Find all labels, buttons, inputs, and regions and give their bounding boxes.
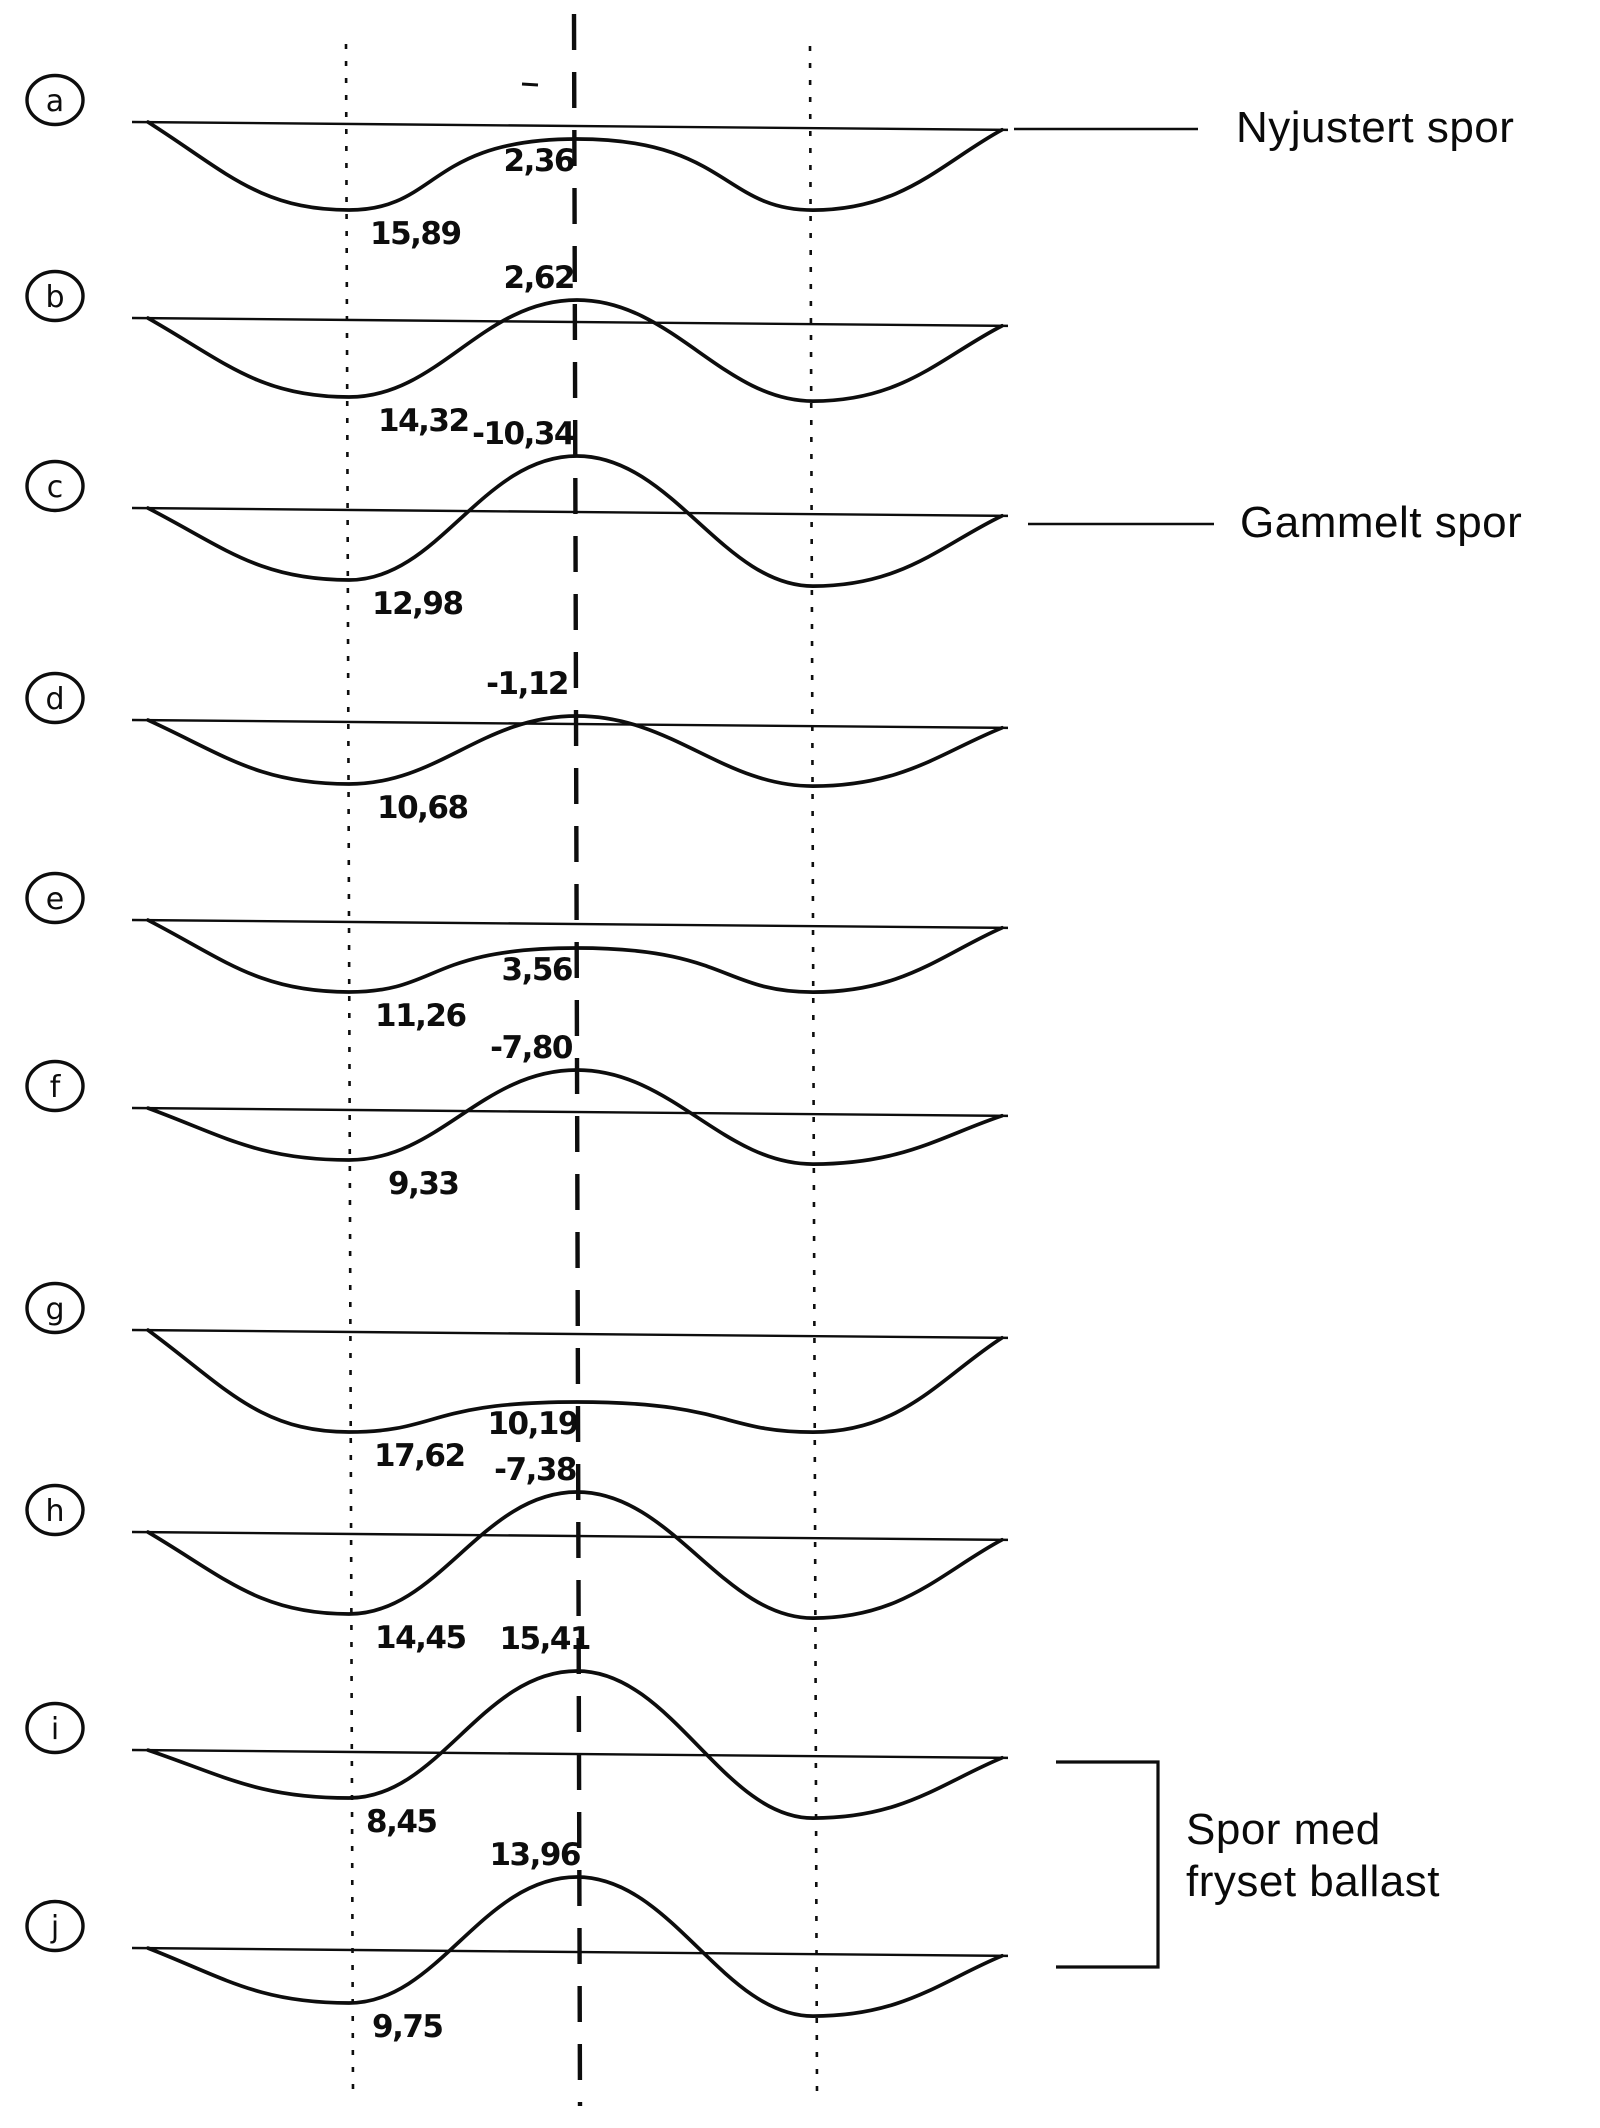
profile-row-i: i 8,45 15,41 (25, 1621, 1009, 1840)
left-trough-value-c: 12,98 (372, 586, 463, 622)
center-value-e: 3,56 (502, 952, 573, 988)
profile-row-a: a 15,89 2,36 (25, 73, 1009, 252)
row-baseline (131, 316, 1009, 328)
row-baseline (131, 506, 1009, 518)
row-letter-f: f (50, 1070, 62, 1105)
legend-spor-med-line1: Spor med (1186, 1805, 1381, 1854)
row-letter-g: g (45, 1292, 64, 1327)
row-baseline (131, 120, 1009, 132)
row-letter-circle (25, 1483, 85, 1537)
row-baseline (131, 1748, 1009, 1760)
center-value-h: -7,38 (494, 1452, 576, 1488)
row-letter-circle (25, 871, 85, 925)
row-profile-curve (146, 120, 1004, 212)
center-axis-line (571, 13, 583, 2107)
center-value-g: 10,19 (487, 1406, 578, 1442)
row-letter-circle (25, 1899, 85, 1953)
center-value-i: 15,41 (499, 1621, 590, 1657)
row-letter-circle (25, 1701, 85, 1755)
row-baseline (131, 918, 1009, 930)
left-dashed-reference-line (344, 43, 355, 2095)
row-profile-curve (146, 454, 1004, 588)
row-profile-curve (146, 1875, 1004, 2018)
row-letter-d: d (45, 682, 64, 717)
profile-row-d: d 10,68 -1,12 (25, 666, 1009, 826)
row-letter-j: j (50, 1910, 59, 1945)
row-letter-circle (25, 269, 85, 323)
profile-row-j: j 9,75 13,96 (25, 1837, 1009, 2045)
center-value-f: -7,80 (490, 1030, 573, 1066)
row-baseline (131, 718, 1009, 730)
row-letter-b: b (45, 280, 64, 315)
profile-row-b: b 14,32 2,62 (25, 260, 1009, 439)
profile-row-c: c 12,98 -10,34 (25, 416, 1009, 622)
row-letter-a: a (46, 84, 64, 119)
row-letter-i: i (51, 1712, 59, 1747)
left-trough-value-h: 14,45 (375, 1620, 466, 1656)
row-profile-curve (146, 1669, 1004, 1820)
row-letter-circle (25, 73, 85, 127)
center-value-j: 13,96 (489, 1837, 580, 1873)
profile-row-f: f 9,33 -7,80 (25, 1030, 1009, 1202)
row-letter-h: h (45, 1494, 64, 1529)
row-letter-circle (25, 1059, 85, 1113)
center-value-a: 2,36 (504, 143, 575, 179)
row-letter-circle (25, 671, 85, 725)
row-letter-circle (25, 1281, 85, 1335)
legend-spor-med-line2: fryset ballast (1186, 1857, 1440, 1906)
left-trough-value-i: 8,45 (366, 1804, 437, 1840)
left-trough-value-e: 11,26 (375, 998, 466, 1034)
profile-row-e: e 11,26 3,56 (25, 871, 1009, 1034)
scan-artifact-mark (521, 82, 539, 87)
row-letter-e: e (46, 882, 64, 917)
left-trough-value-b: 14,32 (378, 403, 469, 439)
left-trough-value-g: 17,62 (374, 1438, 465, 1474)
center-value-b: 2,62 (504, 260, 575, 296)
center-value-d: -1,12 (486, 666, 568, 702)
row-profile-curve (146, 298, 1004, 403)
legend-gammelt-spor: Gammelt spor (1240, 498, 1523, 547)
left-trough-value-d: 10,68 (377, 790, 468, 826)
row-profile-curve (146, 1328, 1004, 1434)
row-letter-c: c (47, 470, 64, 505)
row-baseline (131, 1946, 1009, 1958)
left-trough-value-j: 9,75 (372, 2009, 443, 2045)
row-letter-circle (25, 459, 85, 513)
legend-nyjustert-spor: Nyjustert spor (1236, 103, 1515, 152)
right-dashed-reference-line (808, 45, 819, 2093)
profile-row-h: h 14,45 -7,38 (25, 1452, 1009, 1656)
row-baseline (131, 1328, 1009, 1340)
frozen-ballast-bracket (1056, 1760, 1160, 1969)
row-baseline (131, 1530, 1009, 1542)
row-profile-curve (146, 1490, 1004, 1620)
left-trough-value-f: 9,33 (388, 1166, 459, 1202)
profiles-layer: a 15,89 2,36 b 14,32 2,62 c 12,98 -10,34 d 10,68 -1… (25, 73, 1009, 2045)
center-value-c: -10,34 (472, 416, 575, 452)
row-baseline (131, 1106, 1009, 1118)
profile-row-g: g 17,62 10,19 (25, 1281, 1009, 1474)
legend-spor-med-fryset-ballast: Spor med fryset ballast (1186, 1804, 1440, 1908)
left-trough-value-a: 15,89 (370, 216, 461, 252)
